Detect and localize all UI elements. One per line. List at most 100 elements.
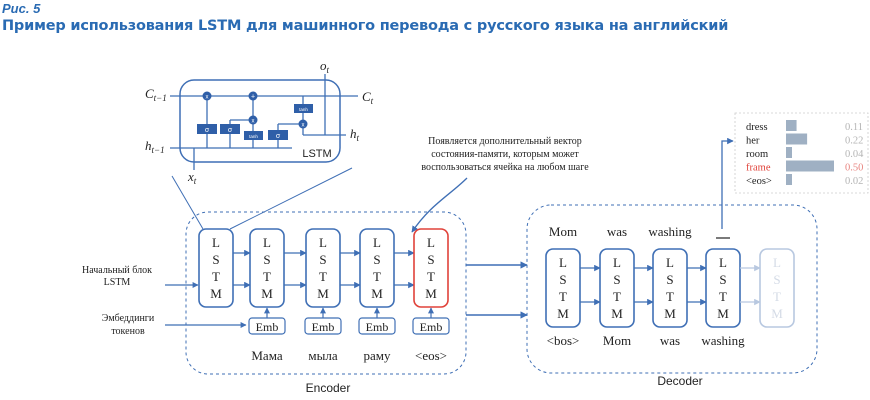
dist-bar: [786, 147, 792, 158]
figure-number: Рис. 5: [2, 1, 41, 16]
add-op-icon: +: [248, 91, 258, 101]
emb-box: [412, 317, 450, 335]
lstm-letter: T: [559, 289, 567, 304]
emb-box: [304, 317, 342, 335]
svg-text:воспользоваться ячейка на любо: воспользоваться ячейка на любом шаге: [421, 162, 589, 173]
lstm-letter: M: [371, 286, 383, 301]
encoder-blocks: LSTMLSTMLSTMLSTMLSTMEmbМамаEmbмылаEmbрам…: [198, 228, 450, 363]
dist-prob: 0.02: [845, 176, 863, 187]
lstm-letter: T: [427, 269, 435, 284]
lstm-block-frame: [599, 248, 635, 328]
dist-word: dress: [746, 122, 768, 133]
lstm-block-frame: [305, 228, 341, 308]
lstm-letter: M: [210, 286, 222, 301]
annotation-arrow: [411, 177, 468, 233]
lstm-letter: S: [319, 252, 326, 267]
lstm-letter: M: [425, 286, 437, 301]
svg-text:Появляется дополнительный вект: Появляется дополнительный вектор: [428, 136, 582, 147]
lstm-letter: S: [719, 272, 726, 287]
lstm-block-frame: [705, 248, 741, 328]
multiply-op-icon: x: [248, 115, 258, 125]
dist-prob: 0.22: [845, 136, 863, 147]
encoder-lstm-block: LSTM: [359, 228, 395, 308]
decoder-lstm-block-faded: LSTM: [759, 248, 795, 328]
decoder-output-token: washing: [648, 224, 692, 239]
dist-word: her: [746, 136, 760, 147]
encoder-lstm-block-highlighted: LSTM: [413, 228, 449, 308]
emb-box: [358, 317, 396, 335]
sigma-gate-icon: σ: [197, 124, 217, 134]
decoder-label: Decoder: [657, 374, 702, 388]
initial-block-label: Начальный блок: [82, 265, 152, 276]
lstm-block-frame: [759, 248, 795, 328]
lstm-letter: M: [317, 286, 329, 301]
lstm-letter: L: [559, 255, 567, 270]
zoom-connector: [229, 167, 353, 230]
lstm-cell-frame: [179, 79, 341, 163]
lstm-letter: S: [427, 252, 434, 267]
embeddings-label: Эмбеддинги: [102, 313, 155, 324]
lstm-letter: T: [666, 289, 674, 304]
multiply-op-icon: x: [298, 119, 308, 129]
dist-prob: 0.50: [845, 163, 863, 174]
dist-word: frame: [746, 163, 771, 174]
encoder-token: Мама: [251, 348, 282, 363]
lstm-block-frame: [652, 248, 688, 328]
lstm-letter: L: [319, 235, 327, 250]
lstm-block-frame: [359, 228, 395, 308]
lstm-letter: S: [263, 252, 270, 267]
lstm-letter: L: [719, 255, 727, 270]
output-distribution-frame: [734, 112, 869, 194]
x-label: xt: [187, 169, 197, 186]
decoder-lstm-block: LSTM: [599, 248, 635, 328]
c-out-label: Ct: [362, 89, 374, 106]
svg-text:tanh: tanh: [249, 134, 258, 139]
svg-text:σ: σ: [228, 127, 233, 134]
decoder-input-token: was: [660, 333, 680, 348]
decoder-input-token: <bos>: [547, 333, 580, 348]
lstm-letter: L: [666, 255, 674, 270]
lstm-letter: T: [212, 269, 220, 284]
lstm-letter: S: [666, 272, 673, 287]
lstm-letter: S: [613, 272, 620, 287]
lstm-letter: S: [559, 272, 566, 287]
decoder-output-token: Mom: [549, 224, 577, 239]
encoder-token: раму: [364, 348, 391, 363]
emb-box: [248, 317, 286, 335]
lstm-letter: M: [557, 306, 569, 321]
lstm-letter: T: [719, 289, 727, 304]
decoder-lstm-block: LSTM: [545, 248, 581, 328]
lstm-letter: T: [263, 269, 271, 284]
lstm-block-frame: [545, 248, 581, 328]
svg-text:x: x: [206, 95, 209, 101]
sigma-gate-icon: σ: [268, 130, 288, 140]
lstm-letter: M: [611, 306, 623, 321]
dist-prob: 0.04: [845, 149, 864, 160]
annotation: Появляется дополнительный вектор состоян…: [421, 136, 589, 173]
dist-bar: [786, 174, 792, 185]
sigma-gate-icon: σ: [220, 124, 240, 134]
embeddings-label: токенов: [111, 326, 145, 337]
lstm-letter: M: [664, 306, 676, 321]
zoom-connector: [171, 175, 204, 230]
h-out-label: ht: [350, 126, 360, 143]
lstm-cell-detail: x + x x σ σ tanh σ: [145, 58, 374, 186]
dist-bar: [786, 133, 808, 145]
lstm-letter: L: [263, 235, 271, 250]
tanh-gate-icon: tanh: [244, 131, 263, 140]
dist-bar: [786, 120, 797, 131]
lstm-letter: T: [319, 269, 327, 284]
svg-text:σ: σ: [205, 127, 210, 134]
encoder-lstm-block: LSTM: [198, 228, 234, 308]
dist-word: <eos>: [746, 176, 772, 187]
lstm-letter: T: [613, 289, 621, 304]
lstm-letter: M: [771, 306, 783, 321]
lstm-block-frame: [413, 228, 449, 308]
emb-label: Emb: [312, 320, 335, 334]
encoder-lstm-block: LSTM: [249, 228, 285, 308]
lstm-letter: L: [773, 255, 781, 270]
svg-text:tanh: tanh: [299, 107, 308, 112]
